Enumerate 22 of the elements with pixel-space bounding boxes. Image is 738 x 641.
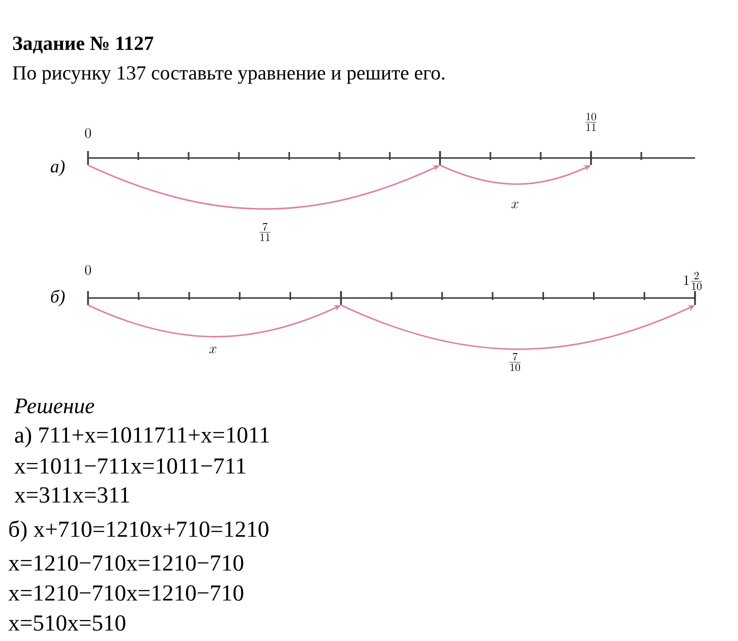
equation-line: б) x+710=1210x+710=1210 [9,520,268,542]
part-label: б) [51,290,65,306]
title: Задание № 1127 [13,36,154,54]
equation-line: x=1011−711x=1011−711 [14,458,246,474]
equation-line: а) 711+x=1011711+x=1011 [15,426,269,448]
tick-label: $0$ [85,128,91,138]
edge-label: $x$ [208,346,218,354]
equation-line: x=311x=311 [14,487,130,503]
edge-label: $\frac{7}{10}$ [507,352,523,372]
edge-label: $\frac{7}{11}$ [257,222,273,242]
equation-line: x=510x=510 [8,615,126,631]
edge-label: $x$ [510,200,520,210]
equation-line: x=1210−710x=1210−710 [8,585,244,601]
tick-label: $1\frac{2}{10}$ [684,272,702,290]
tick-mark [340,291,342,305]
tick-label: $\frac{10}{11}$ [586,112,596,131]
equation-line: x=1210−710x=1210−710 [8,555,244,571]
solution-heading: Решение [14,398,94,414]
tick-mark [439,151,441,165]
tick-label: $0$ [85,265,91,275]
part-label: а) [50,160,65,176]
instruction-text: По рисунку 137 составьте уравнение и решите его. [12,66,444,84]
